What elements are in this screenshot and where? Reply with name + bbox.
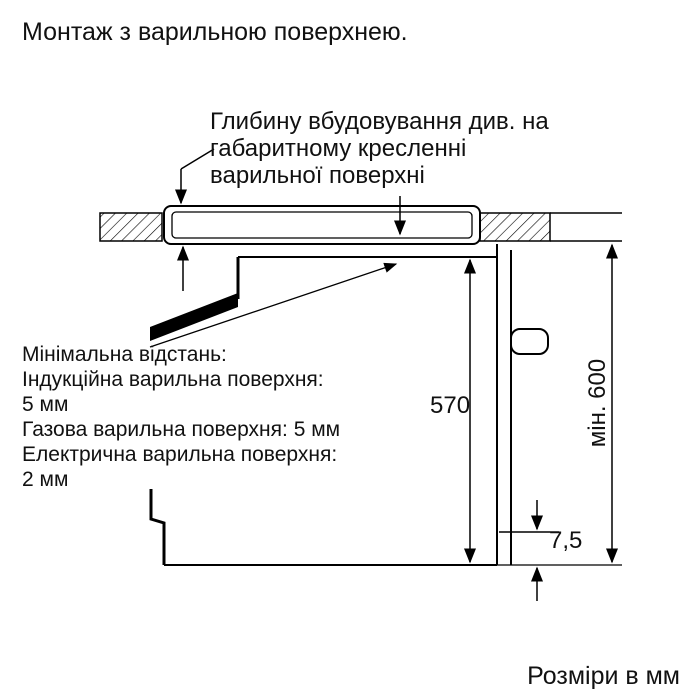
oven-door-handle (510, 328, 549, 355)
cabinet-lower-break-line (149, 489, 166, 565)
min-distance-leader-line (149, 262, 398, 348)
depth-annotation-line-3: варильної поверхні (210, 162, 425, 189)
min-distance-line-5: Електрична варильна поверхня: (22, 443, 338, 466)
callout-arrows (149, 148, 406, 348)
min-distance-line-4: Газова варильна поверхня: 5 мм (22, 418, 341, 441)
depth-annotation-line-2: габаритному кресленні (210, 135, 467, 162)
units-note: Розміри в мм (527, 662, 680, 690)
depth-annotation-line-1: Глибину вбудовування див. на (210, 108, 549, 135)
countertop-right-hatch (479, 212, 551, 242)
dim-label-7-5: 7,5 (549, 527, 583, 554)
cooktop-inner-body (171, 211, 473, 239)
cooktop (163, 205, 481, 245)
min-distance-line-1: Мінімальна відстань: (22, 343, 227, 366)
countertop (99, 212, 622, 242)
dim-label-570: 570 (430, 392, 471, 419)
oven-cabinet-outline (149, 244, 622, 566)
countertop-left-hatch (99, 212, 163, 242)
depth-leader-diagonal (180, 148, 215, 170)
min-distance-line-3: 5 мм (22, 393, 69, 416)
min-distance-line-6: 2 мм (22, 468, 69, 491)
depth-annotation: Глибину вбудовування див. на габаритному… (210, 108, 549, 189)
dim-label-min-600: мін. 600 (584, 358, 611, 448)
cabinet-upper-break-band (150, 293, 238, 341)
min-distance-note: Мінімальна відстань: Індукційна варильна… (22, 342, 340, 492)
min-distance-line-2: Індукційна варильна поверхня: (22, 368, 324, 391)
page-title: Монтаж з варильною поверхнею. (22, 18, 408, 46)
dimension-lines (464, 243, 618, 601)
